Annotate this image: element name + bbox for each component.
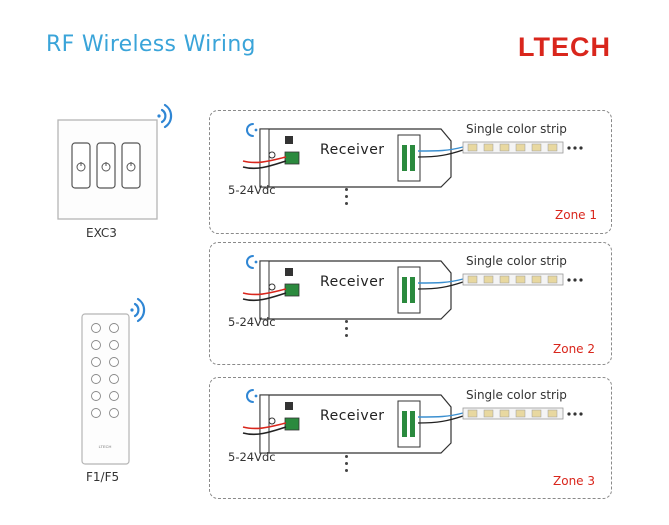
more-receivers-dots (345, 320, 349, 341)
wireless-signal-icon (130, 297, 146, 323)
wireless-signal-icon (246, 255, 258, 269)
zone-2-box (209, 242, 612, 365)
strip-label: Single color strip (466, 254, 567, 268)
receiver-icon (242, 389, 583, 454)
page-title: RF Wireless Wiring (46, 32, 256, 57)
wireless-signal-icon (157, 103, 173, 129)
more-receivers-dots (345, 455, 349, 476)
voltage-label: 5-24Vdc (228, 315, 276, 329)
receiver-label: Receiver (320, 274, 385, 290)
zone-label: Zone 1 (555, 208, 597, 222)
receiver-label: Receiver (320, 408, 385, 424)
voltage-label: 5-24Vdc (228, 183, 276, 197)
remote-control-icon: LTECH (81, 297, 146, 465)
wall-panel-icon (57, 103, 173, 220)
receiver-icon (242, 123, 583, 188)
strip-label: Single color strip (466, 388, 567, 402)
remote-label: F1/F5 (86, 470, 120, 484)
remote-brand-text: LTECH (99, 444, 112, 449)
zone-label: Zone 3 (553, 474, 595, 488)
wireless-signal-icon (246, 123, 258, 137)
wireless-signal-icon (246, 389, 258, 403)
more-receivers-dots (345, 188, 349, 209)
panel-label: EXC3 (86, 226, 117, 240)
voltage-label: 5-24Vdc (228, 450, 276, 464)
zone-label: Zone 2 (553, 342, 595, 356)
zone-3-box (209, 377, 612, 499)
receiver-label: Receiver (320, 142, 385, 158)
zone-1-box (209, 110, 612, 234)
strip-label: Single color strip (466, 122, 567, 136)
brand-logo: LTECH (518, 32, 611, 62)
receiver-icon (242, 255, 583, 320)
